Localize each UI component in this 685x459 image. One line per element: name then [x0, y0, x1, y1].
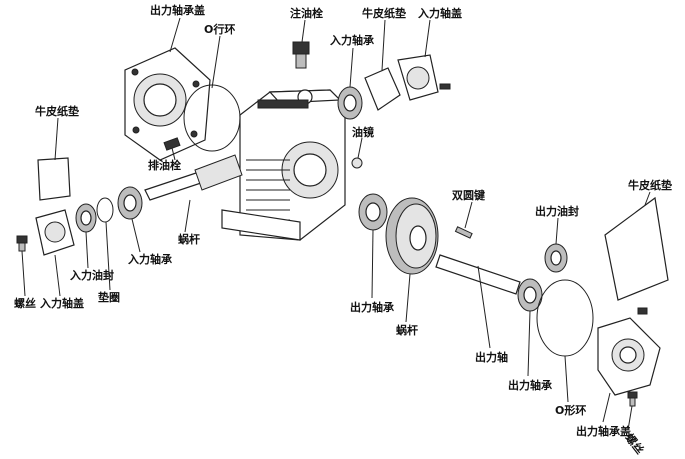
leather-gasket-right-part	[604, 196, 669, 301]
double-round-key-part	[454, 226, 473, 239]
label-output-oil-seal: 出力油封	[535, 205, 579, 218]
label-output-bearing-mid: 出力轴承	[350, 301, 394, 314]
oil-drain-plug-part	[163, 137, 181, 151]
label-output-bearing-cover-top: 出力轴承盖	[150, 4, 205, 17]
washer-part	[96, 197, 114, 223]
screw-right-part	[627, 307, 648, 407]
leather-gasket-top-part	[364, 67, 401, 111]
label-leather-gasket-right: 牛皮纸垫	[628, 179, 672, 192]
label-screw-left: 螺丝	[14, 297, 36, 310]
label-input-bearing-top: 入力轴承	[330, 34, 374, 47]
label-oil-sight-glass: 油镜	[352, 126, 374, 139]
input-bearing-cover-top-part	[397, 54, 451, 101]
label-oil-drain-plug: 排油栓	[148, 159, 181, 172]
label-output-bearing-cover-right: 出力轴承盖	[576, 425, 631, 438]
output-oil-seal-part	[544, 243, 568, 273]
worm-shaft-part	[144, 154, 243, 201]
oil-sight-glass-part	[351, 157, 363, 169]
label-output-shaft: 出力轴	[475, 351, 508, 364]
screw-left-part	[16, 235, 28, 252]
output-bearing-right-part	[517, 278, 543, 312]
input-bearing-left-part	[117, 186, 143, 220]
leather-gasket-left-part	[37, 157, 71, 201]
gearbox-housing-part	[221, 89, 346, 241]
output-shaft-part	[435, 254, 521, 295]
label-input-bearing-cover-top: 入力轴盖	[418, 7, 462, 20]
output-bearing-mid-part	[358, 193, 388, 231]
leader-lines	[21, 17, 651, 431]
input-oil-seal-part	[75, 203, 97, 233]
label-worm: 蜗杆	[178, 233, 200, 246]
label-oil-fill-plug: 注油栓	[290, 7, 323, 20]
label-worm-wheel: 蜗杆	[396, 324, 418, 337]
label-double-round-key: 双圆键	[452, 189, 485, 202]
worm-wheel-part	[385, 197, 439, 275]
oil-fill-plug-part	[292, 41, 310, 69]
o-ring-right-part	[536, 279, 594, 357]
label-input-bearing-left: 入力轴承	[128, 253, 172, 266]
input-bearing-top-part	[337, 86, 363, 120]
output-bearing-cover-right-part	[597, 317, 661, 396]
label-output-bearing-right: 出力轴承	[508, 379, 552, 392]
label-input-bearing-cover-left: 入力轴盖	[40, 297, 84, 310]
label-leather-gasket-top: 牛皮纸垫	[362, 7, 406, 20]
label-washer: 垫圈	[98, 291, 120, 304]
output-bearing-cover-top-part	[124, 47, 211, 161]
label-o-ring-top: O行环	[204, 23, 236, 36]
input-bearing-cover-left-part	[35, 209, 75, 256]
label-o-ring-right: O形环	[555, 404, 587, 417]
label-input-oil-seal: 入力油封	[70, 269, 114, 282]
label-leather-gasket-left: 牛皮纸垫	[35, 105, 79, 118]
